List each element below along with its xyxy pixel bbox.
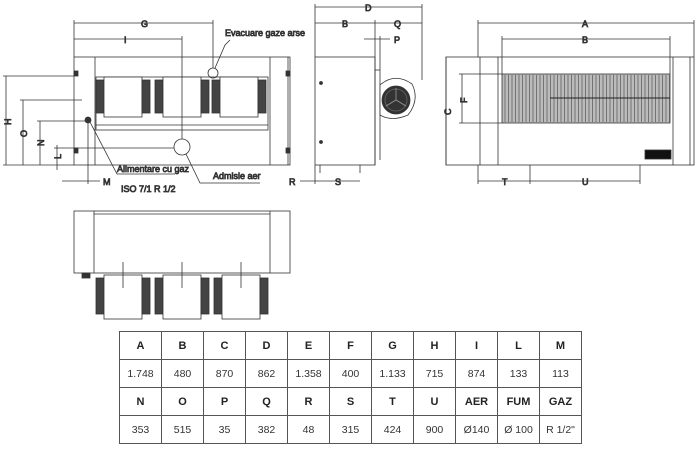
blower-1 xyxy=(95,76,151,118)
table-header-cell: D xyxy=(245,331,288,360)
note-air-intake: Admisie aer xyxy=(213,171,261,181)
table-header-cell: M xyxy=(539,331,582,360)
table-header-cell: C xyxy=(203,331,246,360)
note-flue: Evacuare gaze arse xyxy=(225,28,305,38)
table-value-cell: 1.358 xyxy=(287,359,330,388)
side-view xyxy=(300,4,423,184)
air-intake-circle xyxy=(173,138,191,156)
top-blower-3 xyxy=(213,262,269,320)
dim-label-S: S xyxy=(335,177,341,187)
dim-label-M: M xyxy=(103,177,111,187)
table-value-cell: 424 xyxy=(371,415,414,444)
table-header-cell: H xyxy=(413,331,456,360)
table-value-cell: Ø 100 xyxy=(497,415,540,444)
table-value-cell: 113 xyxy=(539,359,582,388)
table-value-cell: 133 xyxy=(497,359,540,388)
dim-label-O: O xyxy=(19,130,29,137)
table-value-cell: 874 xyxy=(455,359,498,388)
table-value-cell: 515 xyxy=(161,415,204,444)
dim-label-B-top: B xyxy=(582,35,588,45)
dim-label-U: U xyxy=(582,177,589,187)
table-header-cell: U xyxy=(413,387,456,416)
table-value-cell: 900 xyxy=(413,415,456,444)
technical-drawing: G I H O N L M Evacuare gaze arse Aliment… xyxy=(3,3,695,320)
table-value-cell: 870 xyxy=(203,359,246,388)
dim-label-I: I xyxy=(124,35,127,45)
table-header-cell: FUM xyxy=(497,387,540,416)
front-view xyxy=(3,20,291,184)
note-gas-thread: ISO 7/1 R 1/2 xyxy=(121,184,176,194)
table-value-cell: R 1/2" xyxy=(539,415,582,444)
table-header-cell: P xyxy=(203,387,246,416)
table-header-cell: L xyxy=(497,331,540,360)
flue-outlet xyxy=(207,67,219,79)
dim-label-R: R xyxy=(289,177,296,187)
table-value-cell: 382 xyxy=(245,415,288,444)
table-value-cell: 315 xyxy=(329,415,372,444)
table-header-cell: Q xyxy=(245,387,288,416)
top-blower-1 xyxy=(95,262,151,320)
table-header-cell: I xyxy=(455,331,498,360)
table-header-cell: E xyxy=(287,331,330,360)
table-value-cell: 35 xyxy=(203,415,246,444)
table-value-cell: 480 xyxy=(161,359,204,388)
table-header-cell: S xyxy=(329,387,372,416)
dim-label-L: L xyxy=(53,154,63,159)
blower-3 xyxy=(211,76,267,118)
table-header-cell: T xyxy=(371,387,414,416)
table-header-cell: G xyxy=(371,331,414,360)
table-value-cell: 862 xyxy=(245,359,288,388)
dim-label-N: N xyxy=(36,140,46,147)
table-header-cell: B xyxy=(161,331,204,360)
table-header-cell: N xyxy=(119,387,162,416)
dim-label-A: A xyxy=(582,19,588,29)
table-header-cell: AER xyxy=(455,387,498,416)
table-value-cell: 48 xyxy=(287,415,330,444)
table-value-cell: 353 xyxy=(119,415,162,444)
dim-label-P: P xyxy=(394,35,400,45)
table-value-cell: Ø140 xyxy=(455,415,498,444)
table-header-cell: F xyxy=(329,331,372,360)
top-blower-2 xyxy=(154,262,210,320)
dim-label-D: D xyxy=(365,3,372,13)
dim-label-G: G xyxy=(141,19,148,29)
dim-label-C: C xyxy=(443,108,453,115)
dim-label-F: F xyxy=(459,97,469,103)
top-view xyxy=(73,210,291,320)
table-value-cell: 1.133 xyxy=(371,359,414,388)
table-header-cell: R xyxy=(287,387,330,416)
dim-label-T: T xyxy=(502,177,508,187)
dim-label-H: H xyxy=(3,119,13,126)
note-gas-supply: Alimentare cu gaz xyxy=(117,164,190,174)
table-header-cell: A xyxy=(119,331,162,360)
rear-view xyxy=(445,20,695,184)
table-value-cell: 400 xyxy=(329,359,372,388)
dim-label-Q: Q xyxy=(394,19,401,29)
table-value-cell: 715 xyxy=(413,359,456,388)
fan xyxy=(379,77,416,119)
table-header-cell: GAZ xyxy=(539,387,582,416)
table-header-cell: O xyxy=(161,387,204,416)
dim-label-B-side: B xyxy=(342,19,348,29)
table-value-cell: 1.748 xyxy=(119,359,162,388)
